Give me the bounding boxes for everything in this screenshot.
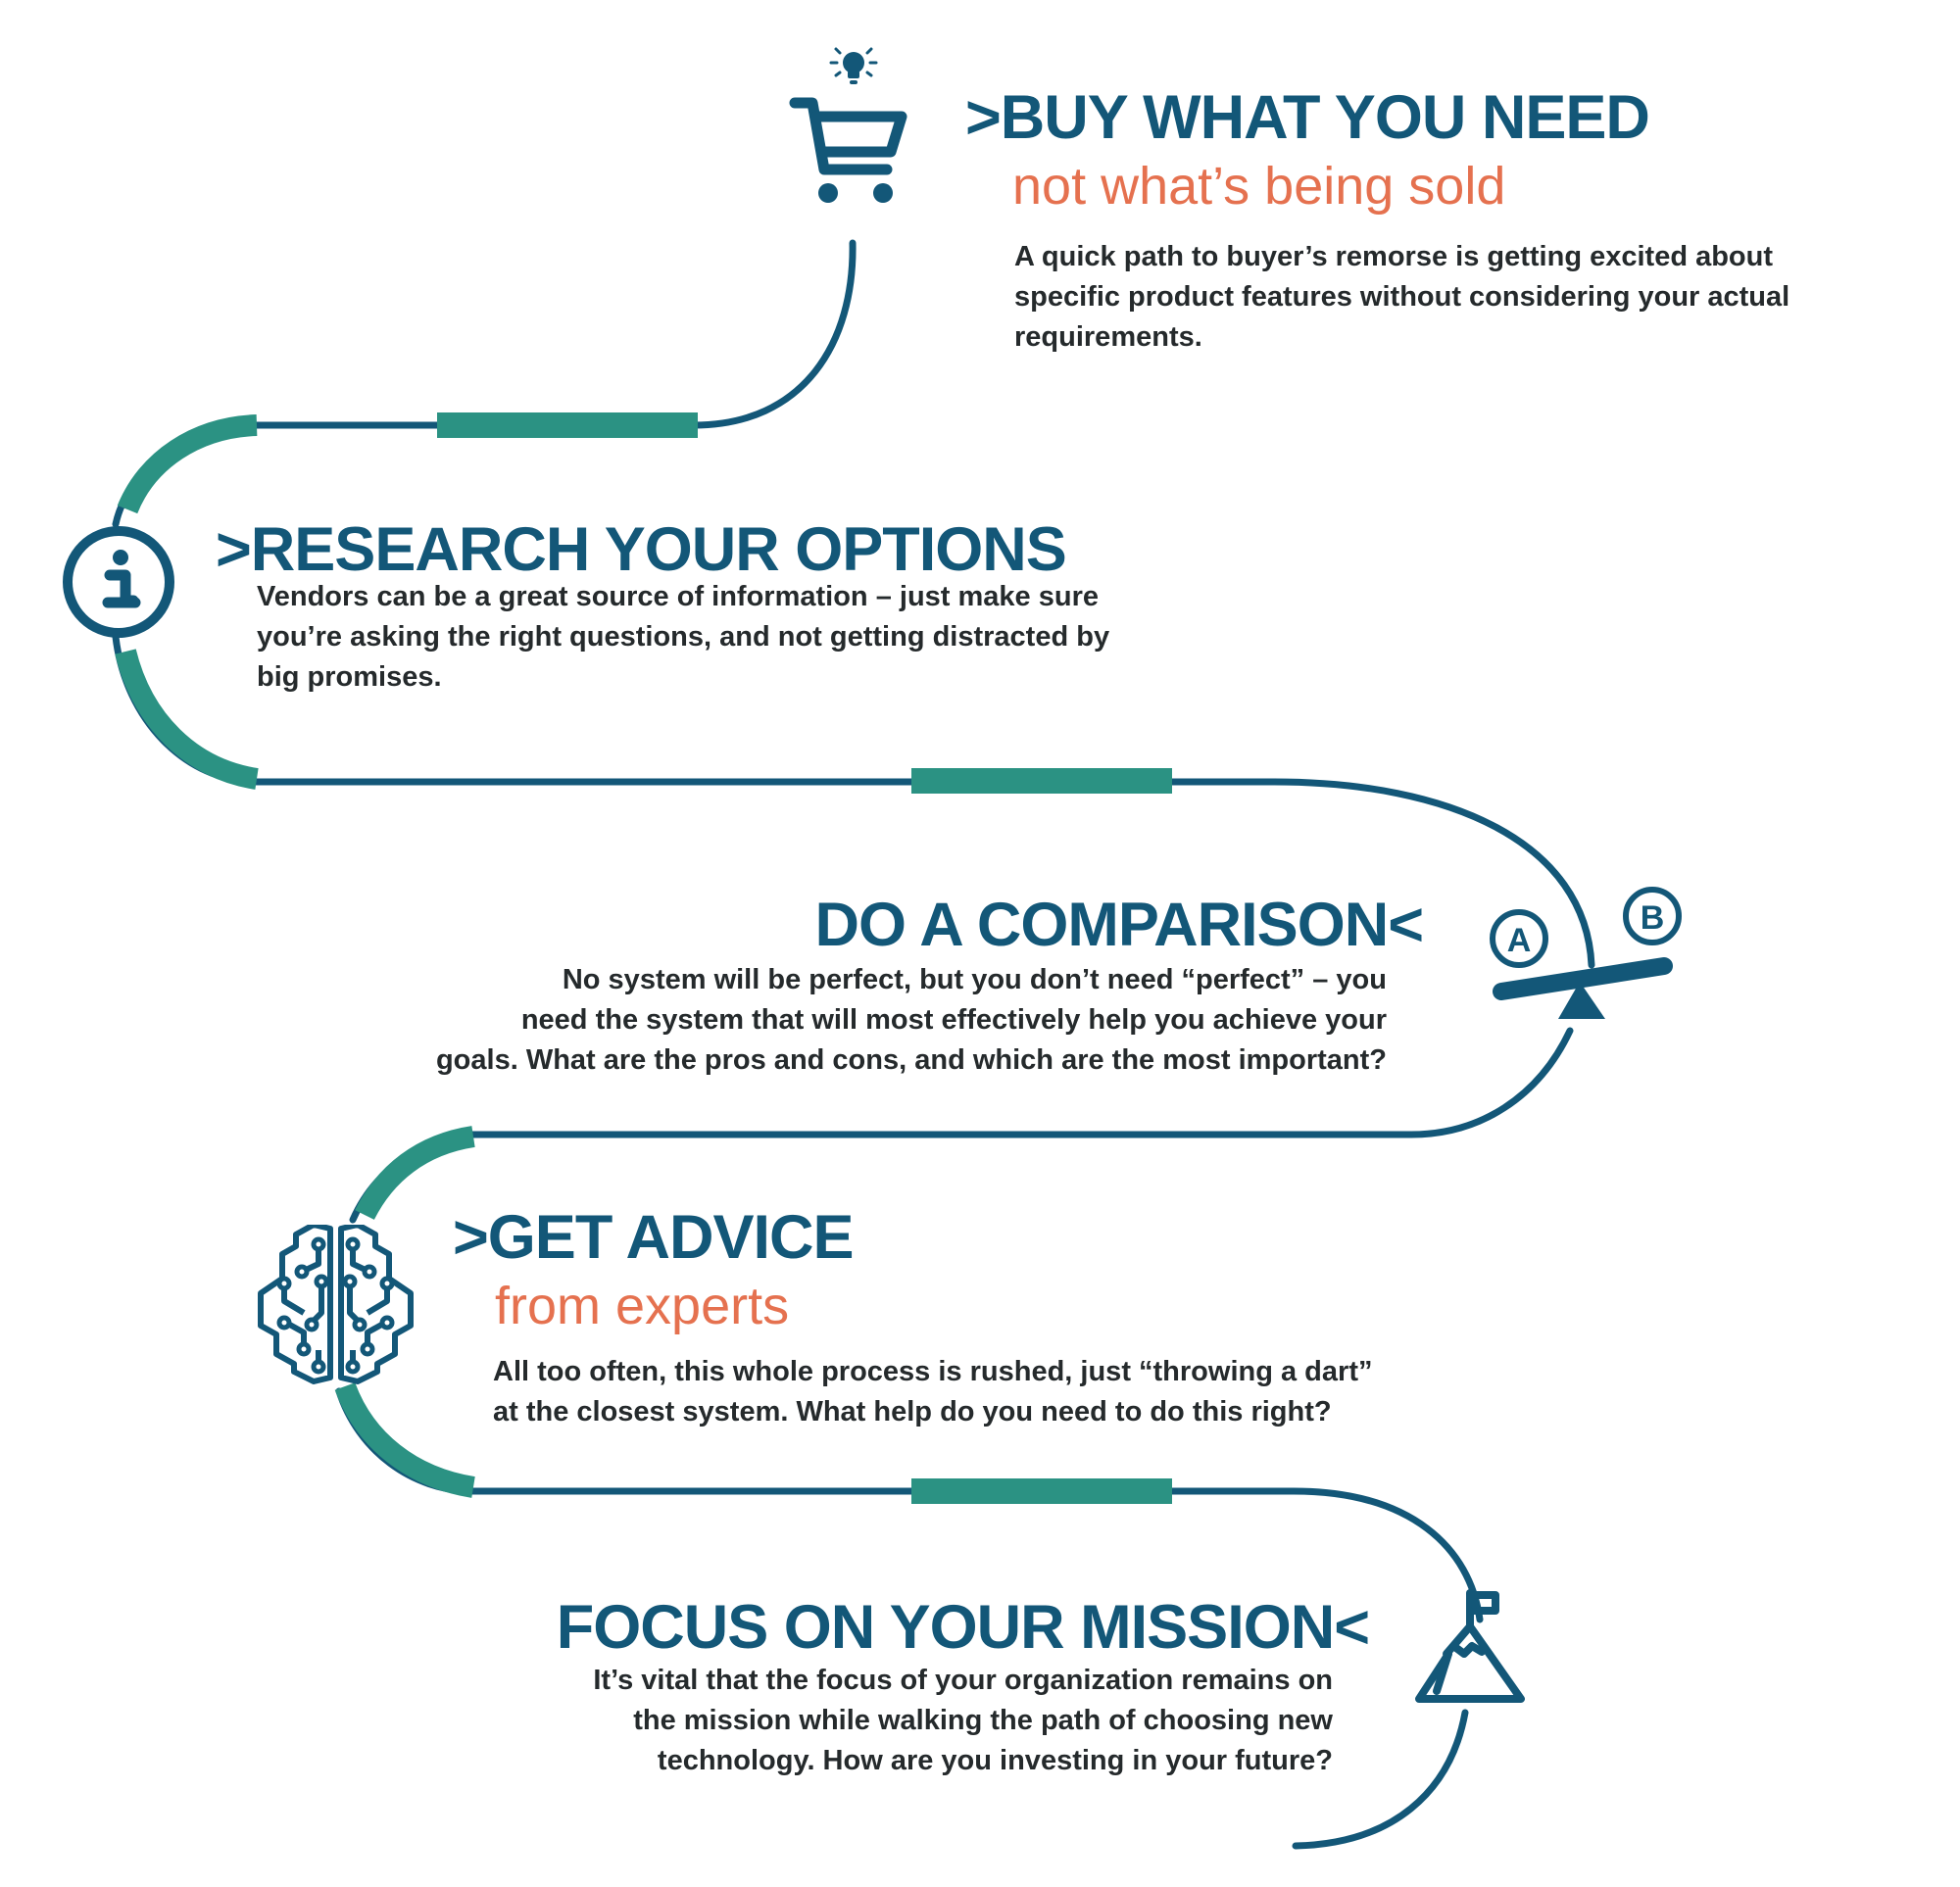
step-5-body-line: It’s vital that the focus of your organi… bbox=[593, 1665, 1333, 1696]
seesaw-a-b-icon: A B bbox=[1490, 887, 1682, 1019]
info-icon bbox=[63, 526, 174, 638]
step-1-body-line: A quick path to buyer’s remorse is getti… bbox=[1014, 241, 1774, 272]
circuit-brain-icon bbox=[258, 1225, 414, 1384]
step-3-body-line: need the system that will most effective… bbox=[520, 1004, 1387, 1036]
step-4-body-line: at the closest system. What help do you … bbox=[493, 1396, 1332, 1427]
step-4-subtitle: from experts bbox=[495, 1277, 790, 1335]
step-3-heading: DO A COMPARISON< bbox=[814, 891, 1424, 959]
step-2-body: Vendors can be a great source of informa… bbox=[257, 577, 1109, 698]
step-2-body-line: you’re asking the right questions, and n… bbox=[257, 621, 1110, 653]
step-4-heading: >GET ADVICE bbox=[453, 1203, 854, 1272]
step-1-subtitle: not what’s being sold bbox=[1012, 157, 1506, 216]
step-5-body: It’s vital that the focus of your organi… bbox=[593, 1661, 1333, 1781]
seesaw-label-a: A bbox=[1507, 922, 1532, 959]
seesaw-label-b: B bbox=[1641, 899, 1665, 937]
step-1-body-line: specific product features without consid… bbox=[1014, 281, 1790, 313]
step-2-body-line: Vendors can be a great source of informa… bbox=[257, 581, 1099, 612]
step-4-body-line: All too often, this whole process is rus… bbox=[493, 1356, 1373, 1387]
step-1-body: A quick path to buyer’s remorse is getti… bbox=[1014, 237, 1789, 358]
step-2-body-line: big promises. bbox=[257, 661, 442, 693]
step-3-body: No system will be perfect, but you don’t… bbox=[436, 960, 1387, 1081]
step-5-heading: FOCUS ON YOUR MISSION< bbox=[556, 1593, 1370, 1662]
step-1-heading: >BUY WHAT YOU NEED bbox=[965, 83, 1650, 152]
step-5-body-line: technology. How are you investing in you… bbox=[657, 1745, 1333, 1776]
step-3-body-line: goals. What are the pros and cons, and w… bbox=[435, 1044, 1387, 1076]
lightbulb-icon bbox=[829, 47, 878, 84]
shopping-cart-icon bbox=[789, 97, 907, 203]
step-4-body: All too often, this whole process is rus… bbox=[493, 1352, 1372, 1432]
step-3-body-line: No system will be perfect, but you don’t… bbox=[562, 964, 1387, 995]
step-2-heading: >RESEARCH YOUR OPTIONS bbox=[216, 515, 1067, 584]
step-5-body-line: the mission while walking the path of ch… bbox=[633, 1705, 1333, 1736]
step-1-body-line: requirements. bbox=[1014, 321, 1202, 353]
mountain-flag-icon bbox=[1415, 1589, 1525, 1703]
